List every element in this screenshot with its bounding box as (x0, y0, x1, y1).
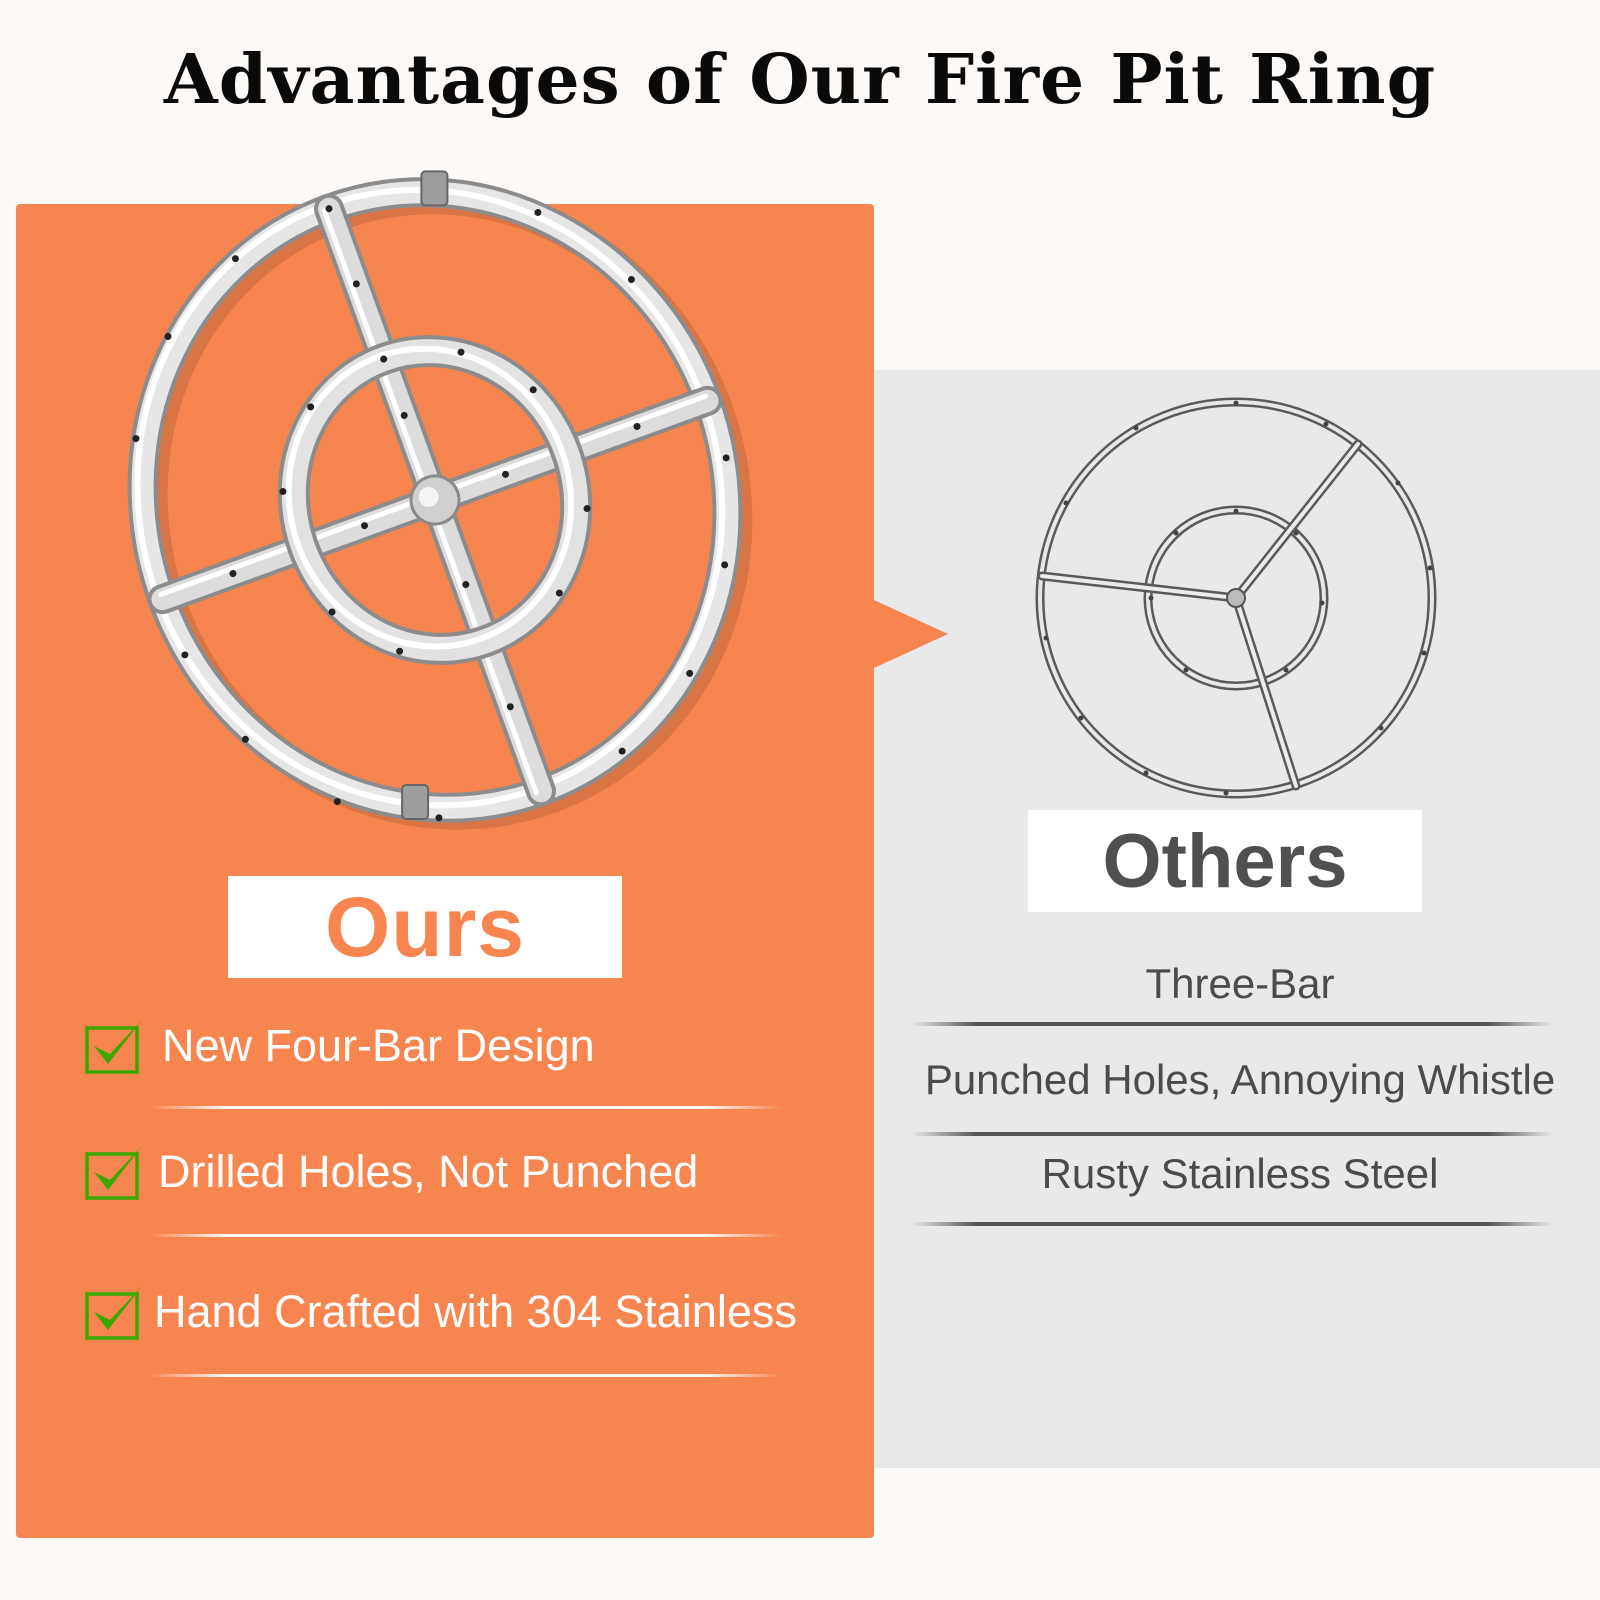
ours-feature-text: Hand Crafted with 304 Stainless (154, 1286, 797, 1337)
check-icon (85, 1020, 142, 1074)
divider (148, 1106, 782, 1109)
three-bar-fire-ring-image (1035, 397, 1437, 799)
divider (148, 1374, 782, 1377)
four-bar-fire-ring-image (127, 170, 753, 830)
divider (912, 1132, 1552, 1136)
ours-label: Ours (228, 876, 622, 978)
divider (148, 1234, 782, 1237)
ours-feature-text: New Four-Bar Design (162, 1020, 595, 1071)
divider (912, 1222, 1552, 1226)
others-feature-text: Three-Bar (1145, 960, 1335, 1007)
ours-feature-text: Drilled Holes, Not Punched (158, 1146, 699, 1197)
others-feature-text: Punched Holes, Annoying Whistle (924, 1056, 1556, 1103)
others-panel (874, 370, 1600, 1468)
others-feature-text: Rusty Stainless Steel (1041, 1150, 1439, 1197)
ours-feature-item: Hand Crafted with 304 Stainless (84, 1282, 797, 1342)
others-label: Others (1028, 810, 1422, 912)
check-icon (85, 1146, 142, 1200)
check-icon (85, 1286, 142, 1340)
page-title: Advantages of Our Fire Pit Ring (163, 40, 1437, 120)
divider (912, 1022, 1552, 1026)
ours-feature-item: New Four-Bar Design (84, 1016, 595, 1076)
ours-feature-item: Drilled Holes, Not Punched (84, 1142, 698, 1202)
